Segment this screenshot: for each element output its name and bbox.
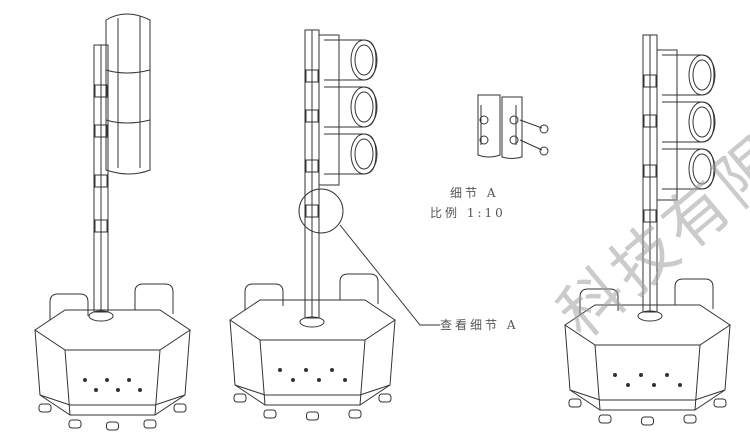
signal-head-2-lens-inner [354, 91, 374, 123]
pole-1-bracket [94, 124, 108, 138]
detail-scale: 比例 1:10 [430, 206, 506, 220]
base-1-bolt [105, 378, 109, 382]
base-2-handle [244, 283, 284, 310]
base-2-caster-wheel [233, 393, 247, 403]
base-3-bolt [652, 383, 656, 387]
base-1-bolt [127, 378, 131, 382]
signal-head-3-lens-inner [692, 153, 712, 185]
detail-a-bolt-head [539, 124, 549, 134]
base-2-bolt [304, 368, 308, 372]
base-1-caster-wheel [38, 403, 52, 413]
pole-3-bracket [643, 74, 657, 88]
signal-head-2-housing [318, 34, 340, 186]
base-3-bolt [665, 373, 669, 377]
base-2-body [229, 319, 396, 406]
base-1-caster-wheel [143, 419, 157, 429]
base-3-skirt [569, 389, 726, 401]
pole-3-flange [637, 310, 663, 322]
base-2-caster-wheel [348, 409, 362, 419]
base-3-handle [579, 288, 619, 315]
base-1-skirt [39, 394, 186, 406]
base-3-caster-wheel [713, 398, 727, 408]
detail-a-nut [509, 115, 519, 125]
detail-a-circle [298, 188, 344, 234]
base-2-bolt [291, 378, 295, 382]
detail-callout: 查看细节 A [440, 318, 519, 332]
base-1-bolt [83, 378, 87, 382]
detail-a-bolt-head [539, 146, 549, 156]
detail-a-nut [479, 135, 489, 145]
signal-head-3-lens-inner [692, 106, 712, 138]
pole-3-bracket [643, 209, 657, 223]
signal-head-3-lens-inner [692, 59, 712, 91]
signal-head-2-lens-inner [354, 44, 374, 76]
pole-2-bracket [305, 204, 319, 218]
signal-head-2-lens [350, 86, 378, 128]
base-2-skirt [234, 384, 391, 396]
base-1-edge [64, 349, 161, 416]
base-1-bolt [116, 388, 120, 392]
base-2-handle [339, 273, 379, 304]
detail-a-bracket-edge [480, 105, 517, 145]
base-3-caster-wheel [683, 414, 697, 424]
signal-head-3-visor [662, 101, 715, 143]
base-2-caster-wheel [378, 393, 392, 403]
pole-1-bracket [94, 174, 108, 188]
base-3-bolt [678, 383, 682, 387]
base-3-body [564, 324, 731, 411]
base-2-bolt [343, 378, 347, 382]
signal-head-2-visor [324, 39, 377, 81]
base-2-edge [259, 339, 366, 406]
base-3-bolt [613, 373, 617, 377]
pole-2-bracket [305, 159, 319, 173]
detail-a-nut [509, 135, 519, 145]
signal-head-side-detail [105, 16, 151, 168]
pole-3-bracket [643, 164, 657, 178]
detail-a-leader-line [339, 224, 440, 326]
base-3-handle [674, 278, 714, 309]
pole-1-bracket [94, 219, 108, 233]
base-3-edge [594, 344, 701, 411]
base-3-bolt [639, 373, 643, 377]
detail-a-bracket [477, 94, 523, 159]
base-1-bolt [94, 388, 98, 392]
signal-head-2-lens-inner [354, 138, 374, 170]
base-2-bolt [317, 378, 321, 382]
signal-head-3-lens [688, 54, 716, 96]
signal-head-2-visor [324, 133, 377, 175]
base-3-caster-wheel [598, 414, 612, 424]
detail-a-bolt-shaft [519, 119, 543, 151]
signal-head-3-lens [688, 148, 716, 190]
base-3-caster-wheel [568, 398, 582, 408]
base-1-caster-wheel [106, 421, 119, 431]
pole-2-bracket [305, 69, 319, 83]
pole-2-bracket [305, 109, 319, 123]
base-1-bolt [138, 388, 142, 392]
base-2-caster-wheel [306, 411, 319, 421]
pole-1-bracket [94, 84, 108, 98]
base-2-caster-wheel [263, 409, 277, 419]
pole-1-flange [88, 310, 114, 322]
detail-title: 细节 A [450, 186, 499, 200]
pole-3-bracket [643, 114, 657, 128]
signal-head-3-visor [662, 54, 715, 96]
base-2-bolt [330, 368, 334, 372]
signal-head-2-lens [350, 39, 378, 81]
base-3-caster-wheel [641, 416, 654, 426]
base-1-handle [49, 293, 89, 320]
base-2-bolt [278, 368, 282, 372]
base-1-caster-wheel [173, 403, 187, 413]
signal-head-3-housing [656, 49, 678, 201]
signal-head-2-visor [324, 86, 377, 128]
detail-a-nut [479, 115, 489, 125]
base-1-caster-wheel [68, 419, 82, 429]
base-1-handle [134, 283, 174, 314]
base-3-bolt [626, 383, 630, 387]
pole-2-flange [299, 316, 325, 328]
signal-head-side [105, 13, 151, 175]
base-1-body [34, 329, 191, 416]
signal-head-2-lens [350, 133, 378, 175]
signal-head-3-lens [688, 101, 716, 143]
